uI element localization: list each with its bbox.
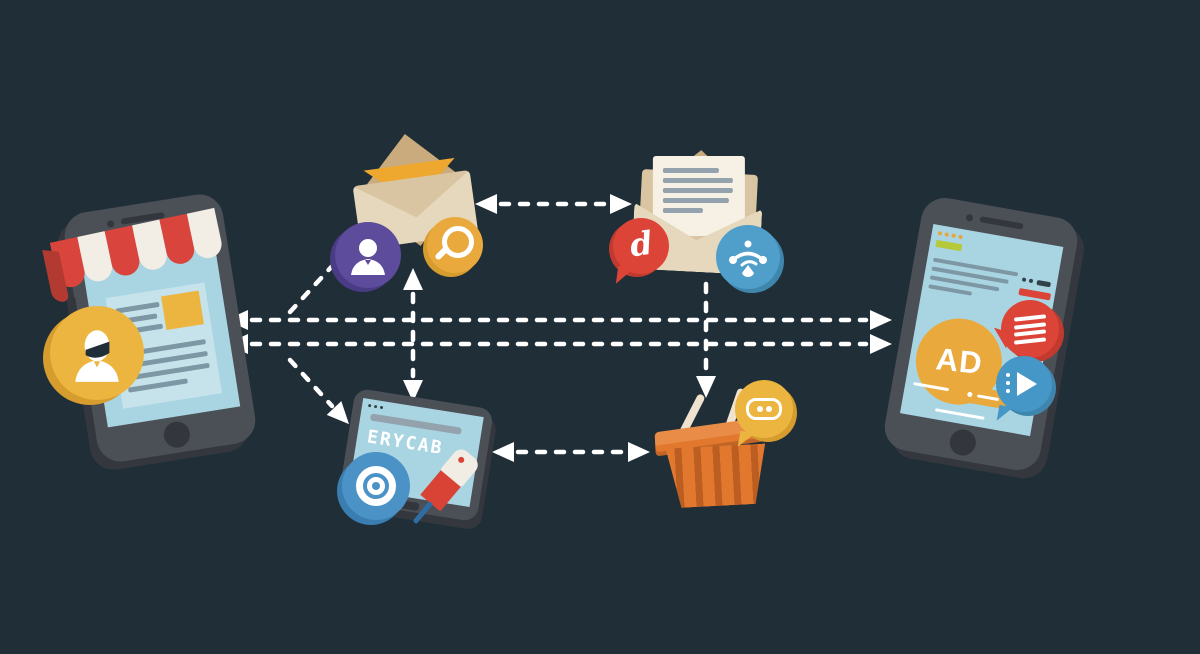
pen-d-bubble-icon: d: [613, 218, 669, 287]
text-lines-bubble-icon: [988, 300, 1059, 358]
red-label: [1018, 287, 1052, 301]
browser-dots-icon: [367, 403, 384, 410]
status-bar: [935, 239, 963, 252]
line-phone-envelope1: [287, 261, 337, 315]
line-phone-tablet: [287, 357, 335, 409]
home-button: [162, 419, 192, 450]
bezier-curve-icon: [716, 225, 780, 289]
play-bubble-icon: [996, 356, 1052, 424]
magnifier-icon: [427, 217, 483, 273]
person-coin-icon: [50, 306, 144, 400]
typing-bubble-icon: [735, 380, 793, 450]
target-rings-icon: [342, 452, 410, 520]
nav-dots-icon: [1021, 277, 1034, 284]
ad-badge-label: AD: [933, 341, 985, 381]
product-image-placeholder: [161, 290, 204, 331]
browser-dots-icon: [937, 231, 963, 240]
home-button: [947, 427, 978, 458]
camera-dot-icon: [965, 213, 974, 222]
camera-dot-icon: [106, 219, 115, 228]
speaker-icon: [979, 216, 1024, 230]
person-icon: [335, 222, 401, 288]
